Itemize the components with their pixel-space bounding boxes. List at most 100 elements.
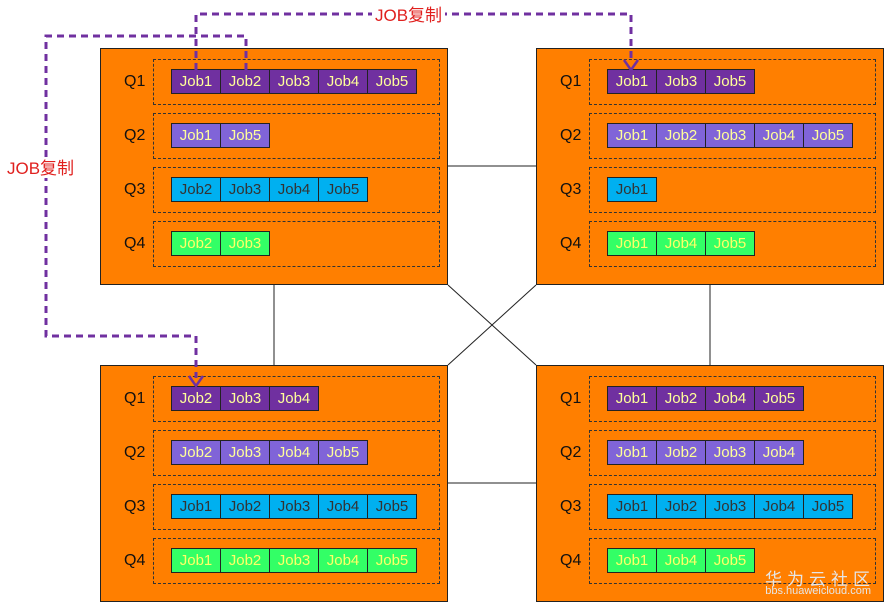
job-cell: Job4 [318, 69, 368, 94]
queue-label-q4: Q4 [124, 235, 146, 252]
job-cell: Job1 [171, 69, 221, 94]
queue-label-q1: Q1 [560, 73, 582, 90]
job-cell: Job4 [705, 386, 755, 411]
job-cell: Job1 [607, 69, 657, 94]
watermark-name: 华为云社区 [765, 570, 875, 589]
queue-box-q2 [589, 113, 876, 159]
queue-label-q1: Q1 [124, 73, 146, 90]
job-cell: Job2 [171, 177, 221, 202]
queue-label-q2: Q2 [124, 444, 146, 461]
job-cell: Job3 [220, 231, 270, 256]
job-cell: Job3 [705, 123, 755, 148]
job-cell: Job2 [656, 494, 706, 519]
job-cell: Job5 [754, 386, 804, 411]
queue-label-q2: Q2 [560, 444, 582, 461]
queue-box-q3 [589, 167, 876, 213]
job-cell: Job2 [220, 548, 270, 573]
queue-box-q3 [153, 484, 440, 530]
job-cell: Job3 [269, 548, 319, 573]
job-cell: Job2 [220, 69, 270, 94]
job-cell: Job4 [656, 548, 706, 573]
job-cell: Job2 [171, 440, 221, 465]
job-cell: Job3 [220, 177, 270, 202]
queue-box-q4 [589, 538, 876, 584]
queue-label-q4: Q4 [560, 552, 582, 569]
queue-label-q3: Q3 [124, 498, 146, 515]
job-cell: Job4 [269, 177, 319, 202]
job-cell: Job5 [803, 494, 853, 519]
queue-box-q3 [589, 484, 876, 530]
queue-box-q1 [589, 376, 876, 422]
queue-box-q2 [153, 430, 440, 476]
job-cell: Job4 [754, 123, 804, 148]
job-cell: Job4 [269, 440, 319, 465]
job-cell: Job1 [171, 494, 221, 519]
job-cell: Job2 [220, 494, 270, 519]
job-cell: Job3 [269, 494, 319, 519]
job-cell: Job5 [803, 123, 853, 148]
queue-label-q2: Q2 [124, 127, 146, 144]
queue-label-q2: Q2 [560, 127, 582, 144]
job-cell: Job1 [607, 548, 657, 573]
job-cell: Job5 [367, 494, 417, 519]
watermark-url: bbs.huaweicloud.com [765, 585, 871, 597]
job-cell: Job1 [607, 177, 657, 202]
queue-label-q3: Q3 [124, 181, 146, 198]
queue-label-q4: Q4 [124, 552, 146, 569]
queue-box-q1 [153, 376, 440, 422]
job-cell: Job2 [656, 440, 706, 465]
job-cell: Job5 [705, 548, 755, 573]
queue-label-q3: Q3 [560, 181, 582, 198]
job-cell: Job3 [705, 440, 755, 465]
job-cell: Job1 [607, 123, 657, 148]
job-cell: Job4 [318, 494, 368, 519]
job-cell: Job1 [607, 440, 657, 465]
job-copy-label-top: JOB复制 [372, 7, 446, 25]
job-cell: Job4 [754, 494, 804, 519]
job-cell: Job4 [269, 386, 319, 411]
job-cell: Job5 [318, 440, 368, 465]
job-cell: Job1 [171, 548, 221, 573]
queue-label-q1: Q1 [124, 390, 146, 407]
job-cell: Job3 [220, 440, 270, 465]
queue-label-q4: Q4 [560, 235, 582, 252]
job-cell: Job1 [607, 231, 657, 256]
job-cell: Job4 [318, 548, 368, 573]
job-cell: Job2 [656, 123, 706, 148]
queue-box-q2 [589, 430, 876, 476]
queue-label-q1: Q1 [560, 390, 582, 407]
job-cell: Job2 [171, 386, 221, 411]
queue-label-q3: Q3 [560, 498, 582, 515]
job-cell: Job2 [656, 386, 706, 411]
queue-box-q4 [153, 538, 440, 584]
job-cell: Job5 [318, 177, 368, 202]
job-cell: Job5 [367, 548, 417, 573]
job-cell: Job1 [607, 386, 657, 411]
queue-box-q1 [589, 59, 876, 105]
job-list-q3: Job1 [607, 177, 657, 202]
job-cell: Job1 [607, 494, 657, 519]
job-copy-label-left: JOB复制 [4, 160, 78, 178]
queue-box-q4 [589, 221, 876, 267]
job-cell: Job3 [220, 386, 270, 411]
job-cell: Job2 [171, 231, 221, 256]
job-cell: Job1 [171, 123, 221, 148]
